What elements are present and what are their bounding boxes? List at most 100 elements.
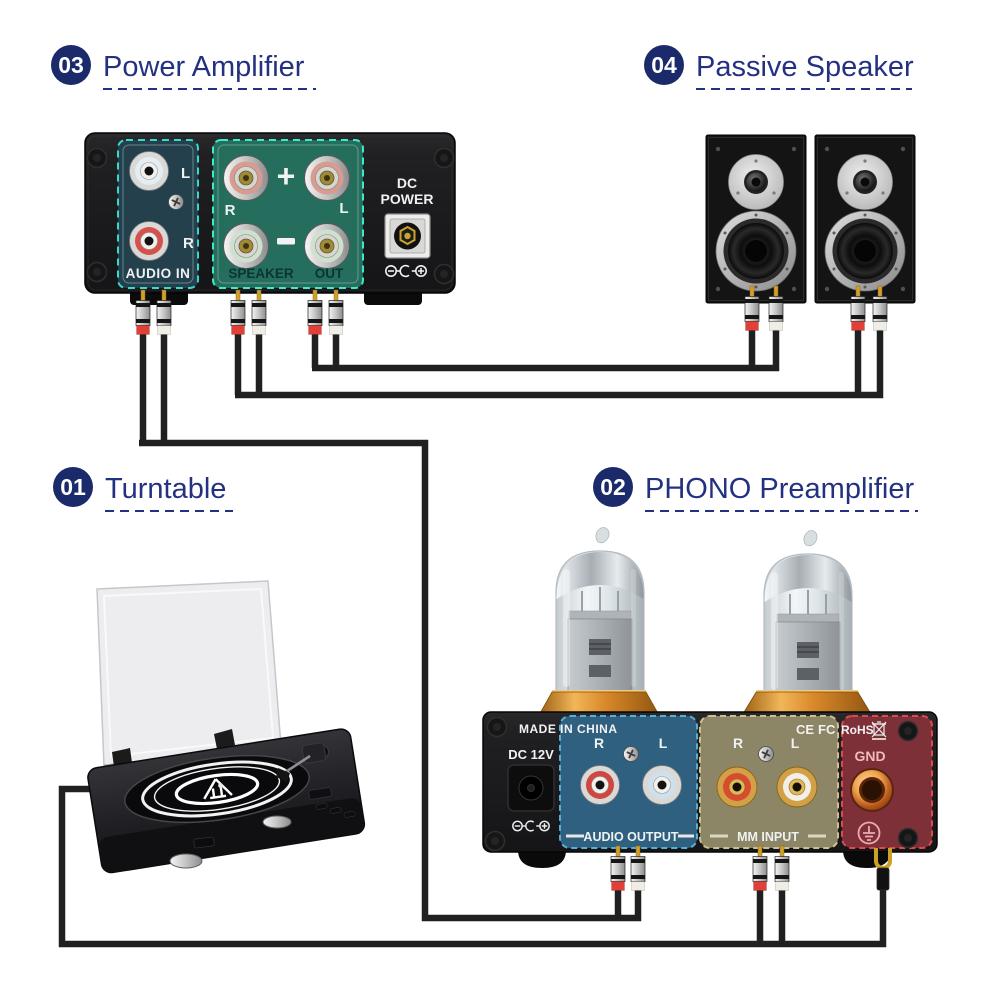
preamp-audio-output-panel: R L AUDIO OUTPUT bbox=[559, 715, 698, 849]
tonearm bbox=[276, 742, 329, 782]
control-button bbox=[329, 807, 342, 814]
mm-input-label: MM INPUT bbox=[737, 830, 799, 844]
rohs-mark: RoHS bbox=[841, 723, 874, 737]
badge-02-number: 02 bbox=[600, 474, 626, 500]
out-label: OUT bbox=[315, 266, 344, 281]
speaker-plug-white bbox=[328, 289, 344, 335]
preamp-screw bbox=[897, 720, 919, 742]
speaker-l-label: L bbox=[339, 200, 348, 217]
power-amplifier-image: L R AUDIO IN + R L SPEAKER OUT DC POWER bbox=[84, 132, 456, 305]
rca-jack-output-r bbox=[580, 765, 620, 805]
fcc-mark: FC bbox=[818, 722, 836, 737]
turntable-title: Turntable bbox=[105, 473, 226, 505]
vacuum-tube-left bbox=[555, 526, 645, 705]
audio-in-r-label: R bbox=[183, 235, 194, 252]
amp-screw bbox=[86, 261, 108, 283]
audio-output-label: AUDIO OUTPUT bbox=[583, 830, 679, 844]
output-r-label: R bbox=[594, 735, 604, 751]
rca-jack-audio-in-left bbox=[129, 151, 169, 191]
cable-amp-to-right-speaker bbox=[235, 328, 884, 399]
section-label-phono-preamplifier: 02 PHONO Preamplifier bbox=[593, 467, 918, 512]
power-amplifier-title: Power Amplifier bbox=[103, 51, 305, 83]
audio-in-l-label: L bbox=[181, 165, 190, 182]
preamp-screw bbox=[897, 827, 919, 849]
rca-jack-output-l bbox=[642, 765, 682, 805]
turntable-image bbox=[87, 580, 366, 874]
passive-speaker-title: Passive Speaker bbox=[696, 51, 914, 83]
cables bbox=[58, 328, 887, 948]
preamp-foot-left bbox=[518, 850, 566, 868]
rca-jack-mm-r bbox=[716, 766, 758, 808]
platter bbox=[124, 754, 310, 824]
spindle bbox=[218, 783, 223, 788]
binding-post-r-minus bbox=[223, 223, 269, 269]
binding-post-l-plus bbox=[304, 155, 350, 201]
rca-jack-audio-in-right bbox=[129, 221, 169, 261]
badge-03-number: 03 bbox=[58, 52, 84, 78]
preamp-mm-input-panel: R L MM INPUT bbox=[699, 715, 839, 849]
left-speaker bbox=[705, 134, 807, 304]
turntable-foot bbox=[262, 815, 292, 829]
control-button bbox=[343, 811, 356, 818]
amp-screw bbox=[86, 147, 108, 169]
amp-speaker-out-panel: + R L SPEAKER OUT bbox=[212, 139, 364, 289]
badge-03 bbox=[51, 45, 91, 85]
control-button bbox=[315, 803, 328, 810]
made-in-china-label: MADE IN CHINA bbox=[519, 722, 618, 736]
speaker-plug-red bbox=[307, 289, 323, 335]
preamp-foot-right bbox=[843, 850, 891, 868]
panel-screw-icon bbox=[167, 193, 185, 211]
weee-bin-icon bbox=[871, 721, 887, 740]
panel-screw-icon bbox=[757, 745, 775, 763]
speaker-r-label: R bbox=[225, 202, 236, 219]
power-switch bbox=[193, 836, 215, 849]
speaker-label: SPEAKER bbox=[228, 266, 294, 281]
rca-jack-mm-l bbox=[776, 766, 818, 808]
preamp-gnd-panel: GND bbox=[841, 715, 933, 849]
certification-marks: CE FC RoHS bbox=[796, 721, 887, 740]
amp-dc-power-area: DC POWER bbox=[381, 175, 434, 278]
section-labels: 03 Power Amplifier 04 Passive Speaker 01… bbox=[51, 45, 918, 512]
phono-preamplifier-title: PHONO Preamplifier bbox=[645, 473, 914, 505]
input-r-label: R bbox=[733, 735, 743, 751]
speaker-plug-white bbox=[251, 289, 267, 335]
dc-label-line2: POWER bbox=[381, 191, 434, 207]
right-speaker bbox=[814, 134, 916, 304]
gnd-label: GND bbox=[854, 748, 885, 764]
badge-01-number: 01 bbox=[60, 474, 86, 500]
badge-04 bbox=[644, 45, 684, 85]
cable-turntable-to-preamp bbox=[58, 785, 887, 948]
binding-post-l-minus bbox=[304, 223, 350, 269]
badge-04-number: 04 bbox=[651, 52, 677, 78]
output-l-label: L bbox=[659, 735, 668, 751]
ground-spade-connector bbox=[874, 848, 892, 891]
hinge bbox=[214, 729, 235, 749]
section-label-power-amplifier: 03 Power Amplifier bbox=[51, 45, 316, 90]
section-label-passive-speaker: 04 Passive Speaker bbox=[644, 45, 914, 90]
input-l-label: L bbox=[791, 735, 800, 751]
connector-plugs bbox=[135, 285, 892, 891]
turntable-foot bbox=[169, 853, 203, 869]
vacuum-tube-right bbox=[763, 529, 853, 708]
plus-symbol: + bbox=[277, 158, 296, 194]
cable-amp-to-left-speaker bbox=[312, 328, 780, 372]
preamp-screw bbox=[484, 830, 506, 852]
badge-01 bbox=[53, 467, 93, 507]
section-label-turntable: 01 Turntable bbox=[53, 467, 233, 512]
speaker-plug-red bbox=[230, 289, 246, 335]
ce-mark: CE bbox=[796, 722, 814, 737]
dc12v-label: DC 12V bbox=[508, 747, 554, 762]
amp-screw bbox=[433, 263, 455, 285]
dc-label-line1: DC bbox=[397, 175, 417, 191]
phono-preamplifier-image: R L AUDIO OUTPUT R L MM INPUT GND bbox=[482, 526, 938, 868]
audio-technica-logo bbox=[174, 772, 260, 806]
binding-post-r-plus bbox=[223, 155, 269, 201]
amp-screw bbox=[433, 147, 455, 169]
gnd-terminal bbox=[850, 768, 894, 812]
cable-preamp-to-amp bbox=[139, 439, 642, 922]
dust-cover bbox=[96, 580, 282, 767]
preamp-screw bbox=[486, 716, 508, 738]
passive-speakers-image bbox=[705, 134, 916, 304]
